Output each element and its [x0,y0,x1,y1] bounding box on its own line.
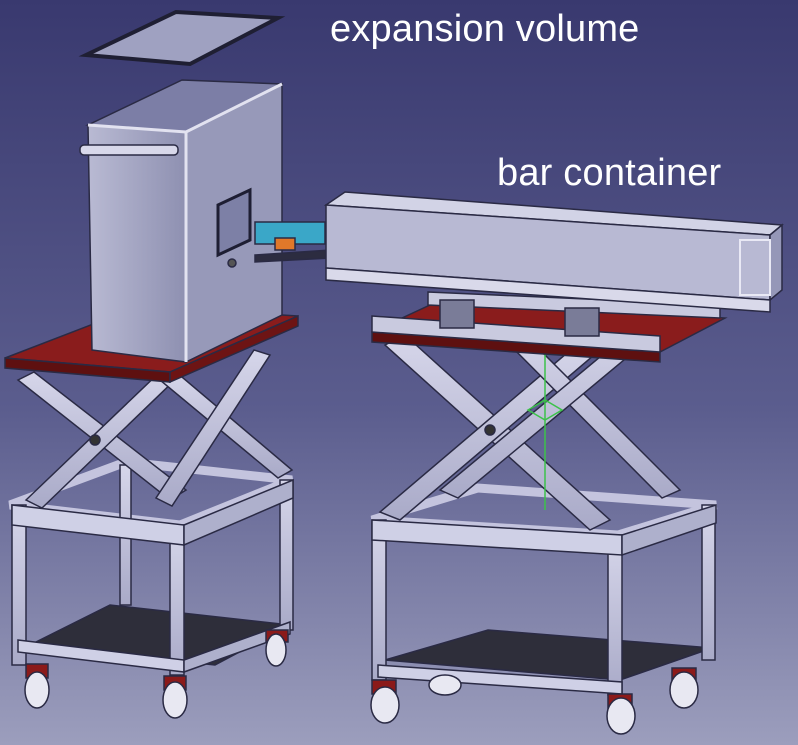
bar-container-label: bar container [497,152,722,194]
right-cart-leg-back-right [701,504,716,661]
right-platform-block-1 [439,299,475,329]
left-scissor-pivot [89,434,101,446]
left-caster-3 [265,629,289,667]
bar-container-box [323,191,784,313]
left-lift-platform-edge-side [169,314,299,384]
right-cart-side-rail [621,503,717,557]
expansion-side-knob [227,258,237,268]
bar-container-base-rail [325,267,771,313]
expansion-handle-bar [79,144,179,156]
left-cart-low-side-rail [183,620,291,674]
expansion-box-front [87,124,187,363]
expansion-volume-label: expansion volume [330,8,640,50]
coupling-fitting [274,237,296,251]
right-scissor-pivot [484,424,496,436]
right-cart-leg-front-left [371,519,387,681]
right-platform-block-2 [564,307,600,337]
right-caster-1 [370,679,400,724]
left-cart-leg-front-right [169,524,185,676]
right-caster-4 [669,667,699,709]
right-caster-2 [606,693,636,735]
left-trolley [4,305,299,719]
left-caster-2 [162,675,188,719]
left-cart-leg-front-left [11,504,27,666]
left-caster-1 [24,663,50,709]
bar-container-end [769,223,783,302]
left-cart-side-rail [183,478,294,547]
expansion-side-window [216,187,252,258]
expansion-volume-box [78,9,331,364]
expansion-lid [78,9,286,67]
right-caster-3 [428,674,462,696]
right-trolley [370,291,728,735]
dimension-marker [526,399,564,421]
left-scissor-arm-4 [154,349,272,507]
right-cart-leg-front-right [607,534,623,696]
bar-container-end-cap [739,239,771,296]
